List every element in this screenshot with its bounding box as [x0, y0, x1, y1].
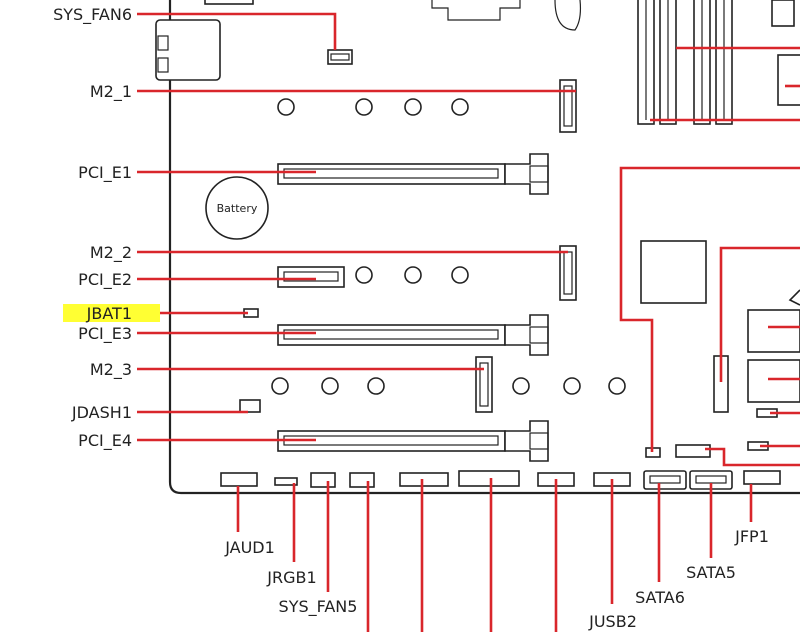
m2-3-slot — [475, 356, 493, 413]
label-jaud1: JAUD1 — [224, 538, 275, 557]
audio-jack-block — [155, 19, 221, 81]
label-jbat1: JBAT1 — [86, 304, 132, 323]
chipset — [640, 240, 707, 304]
usb-header-right — [675, 444, 711, 458]
vrm-block-upper — [747, 309, 800, 353]
label-pci-e4: PCI_E4 — [78, 431, 132, 451]
top-mid-connector — [431, 0, 521, 21]
label-sys-fan5: SYS_FAN5 — [279, 597, 358, 617]
top-cable — [554, 0, 582, 31]
label-jrgb1: JRGB1 — [266, 568, 316, 587]
standoff-holes — [271, 98, 626, 395]
battery-label: Battery — [217, 202, 258, 215]
label-m2-2: M2_2 — [90, 243, 132, 263]
pci-e1-slot — [277, 153, 549, 195]
bottom-headers — [220, 470, 781, 490]
jdash1-header — [239, 399, 261, 413]
pci-e2-slot — [277, 266, 345, 288]
m2-1-slot — [559, 79, 577, 133]
sys-fan6-header — [327, 49, 353, 65]
jbat1-highlight — [63, 304, 160, 322]
vrm-block-lower — [747, 359, 800, 403]
audio-jack-notch — [157, 57, 169, 73]
label-m2-3: M2_3 — [90, 360, 132, 380]
leader-lines — [137, 12, 800, 632]
pci-e4-slot — [277, 420, 549, 462]
dimm-slots — [637, 0, 733, 125]
label-jfp1: JFP1 — [734, 527, 769, 546]
label-m2-1: M2_1 — [90, 82, 132, 102]
board-right-edge — [788, 289, 800, 306]
label-sata6: SATA6 — [635, 588, 685, 607]
m2-2-slot — [559, 245, 577, 301]
label-pci-e2: PCI_E2 — [78, 270, 132, 290]
audio-jack-notch — [157, 35, 169, 51]
label-jusb2: JUSB2 — [588, 612, 637, 631]
battery-cell — [205, 176, 269, 240]
label-sys-fan6: SYS_FAN6 — [53, 5, 132, 25]
label-sata5: SATA5 — [686, 563, 736, 582]
label-pci-e3: PCI_E3 — [78, 324, 132, 344]
atx-power-connector — [777, 54, 800, 106]
label-jdash1: JDASH1 — [71, 403, 132, 422]
board-outline — [168, 0, 800, 495]
pci-e3-slot — [277, 314, 549, 356]
top-connector-left — [204, 0, 254, 5]
label-pci-e1: PCI_E1 — [78, 163, 132, 183]
top-right-connector — [771, 0, 795, 27]
